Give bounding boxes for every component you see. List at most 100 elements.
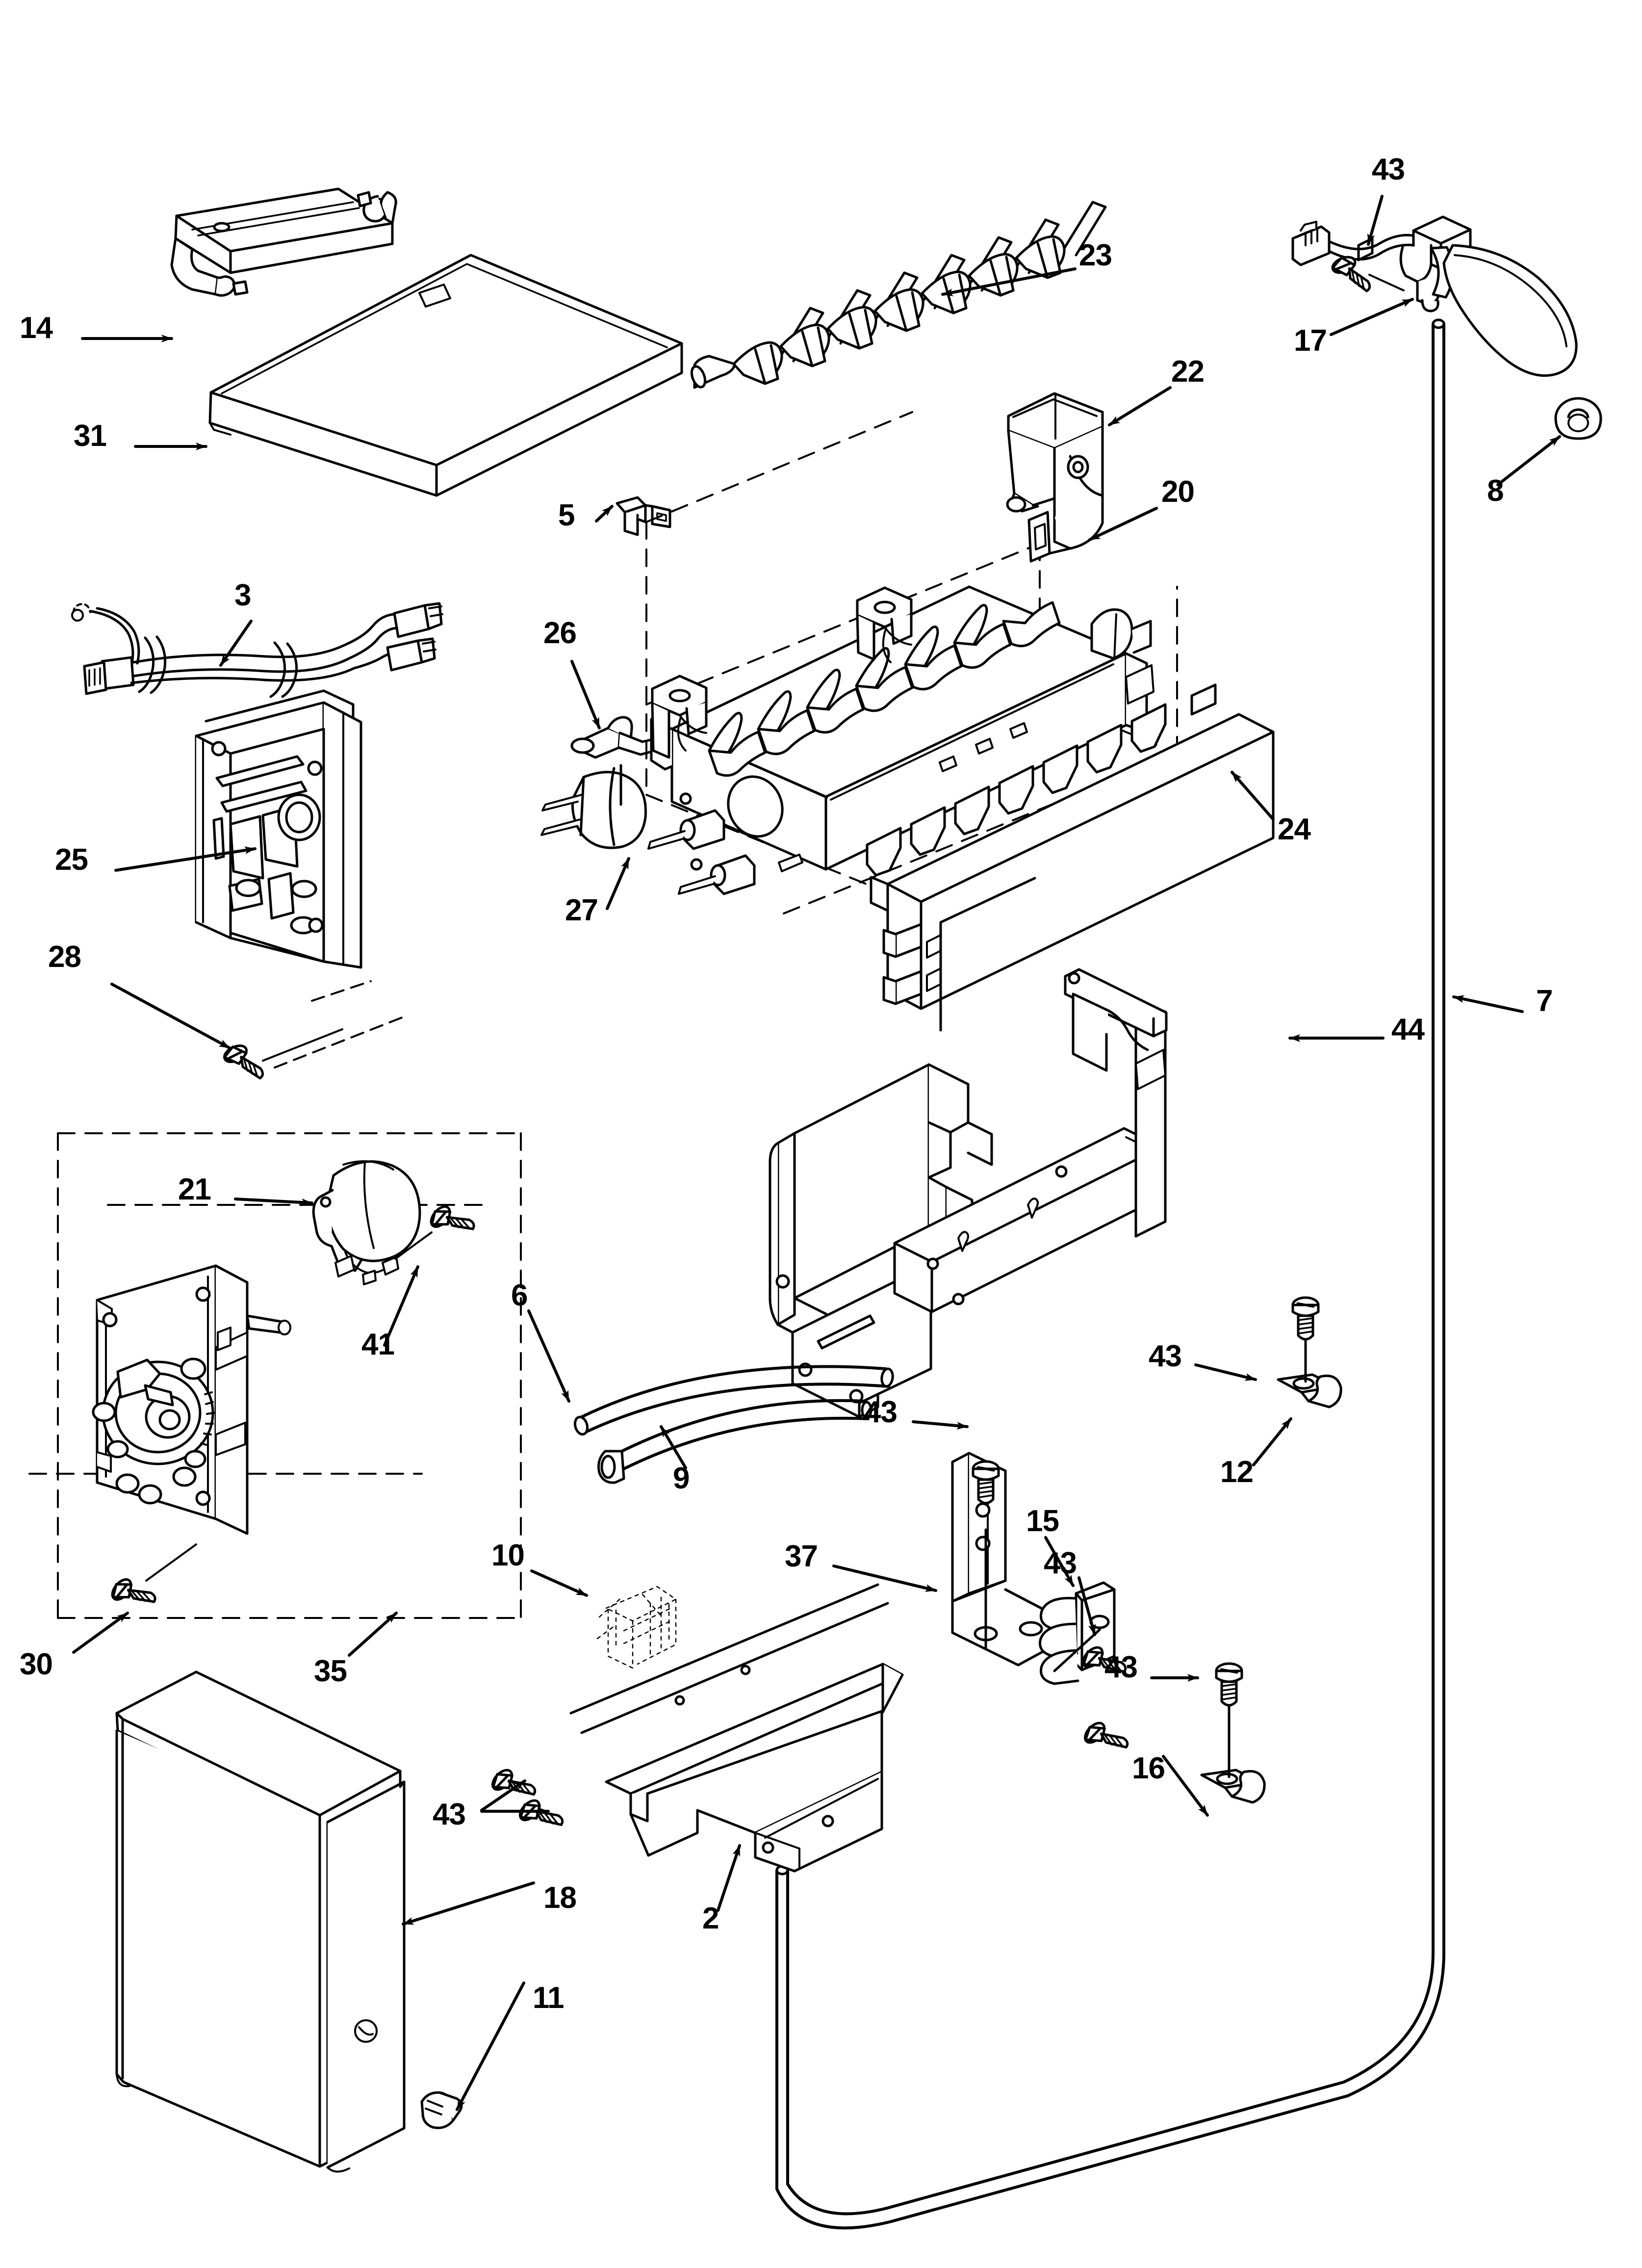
leader-43d (1078, 1576, 1096, 1636)
leader-43f1 (480, 1779, 526, 1812)
part-18-cover-box (115, 1670, 406, 2173)
part-3-wire-harness (71, 602, 443, 698)
callout-26: 26 (543, 616, 577, 650)
part-22-water-fill-cup (1006, 392, 1104, 563)
callout-14: 14 (20, 311, 53, 345)
callout-21: 21 (178, 1173, 211, 1206)
part-7-water-supply-tube (775, 318, 1445, 2230)
callout-27: 27 (565, 893, 598, 927)
leader-43-sol (1367, 195, 1384, 246)
part-9-fill-tube-grommet (597, 1399, 872, 1484)
leader-10 (530, 1569, 588, 1597)
part-25-control-module (195, 689, 362, 969)
callout-43-bracket37: 43 (864, 1395, 898, 1429)
leader-35 (348, 1612, 398, 1657)
callout-43-bracket15: 43 (1044, 1546, 1077, 1580)
callout-25: 25 (55, 843, 88, 877)
part-2-air-baffle-plate (605, 1663, 904, 1873)
callout-23: 23 (1079, 238, 1112, 272)
part-8-washer (1554, 397, 1602, 440)
part-26-fill-cup-lever (570, 716, 661, 806)
callout-43-solenoid: 43 (1372, 153, 1405, 186)
leader-18 (402, 1881, 535, 1926)
part-21-drive-motor (312, 1160, 421, 1285)
callout-28: 28 (48, 940, 81, 974)
callout-44: 44 (1391, 1013, 1425, 1046)
callout-22: 22 (1171, 355, 1205, 389)
part-24-ice-stripper (866, 683, 1275, 1010)
callout-17: 17 (1294, 324, 1327, 358)
leader-17 (1330, 298, 1414, 336)
part-28-screw (221, 980, 408, 1078)
leader-25 (114, 846, 257, 872)
callout-43-clamp16: 43 (1104, 1650, 1138, 1684)
leader-16 (1162, 1755, 1209, 1817)
leader-43b (912, 1420, 969, 1430)
leader-5 (595, 505, 614, 522)
callout-15: 15 (1026, 1504, 1059, 1538)
leader-2 (717, 1844, 741, 1912)
leader-3 (219, 620, 253, 667)
callout-35: 35 (314, 1654, 347, 1688)
callout-41: 41 (361, 1328, 395, 1361)
callout-5: 5 (558, 498, 575, 532)
callout-24: 24 (1278, 812, 1311, 846)
part-15-coil-spring-bracket (1039, 1581, 1116, 1685)
callout-20: 20 (1161, 475, 1195, 509)
leader-28 (110, 983, 231, 1049)
leader-30 (72, 1612, 129, 1654)
leader-23 (941, 267, 1077, 296)
leader-41 (383, 1265, 419, 1347)
callout-30: 30 (20, 1647, 53, 1681)
leader-24 (1231, 771, 1275, 821)
part-14-bracket-rail (170, 187, 397, 297)
part-23-ejector-blades (690, 201, 1107, 389)
leader-21 (234, 1198, 313, 1206)
callout-10: 10 (491, 1538, 525, 1572)
part-41-motor-screw (394, 1196, 475, 1260)
part-16-tube-clamp-lower (1202, 1664, 1264, 1802)
callout-18: 18 (543, 1881, 577, 1915)
callout-43-clamp12: 43 (1149, 1339, 1182, 1373)
leader-26 (570, 660, 601, 730)
leader-22 (1108, 386, 1172, 426)
leader-27 (606, 857, 630, 910)
leader-11 (456, 1981, 525, 2111)
leader-43c (1194, 1363, 1257, 1381)
leader-37 (832, 1564, 937, 1592)
part-12-tube-clamp (1278, 1298, 1341, 1407)
part-6-water-fill-tube (573, 1365, 894, 1436)
callout-11: 11 (533, 1981, 564, 2015)
leader-15 (1044, 1536, 1075, 1587)
callout-43-shield: 43 (433, 1798, 466, 1831)
part-20-ice-mold-body (647, 585, 1155, 895)
callout-7: 7 (1536, 984, 1553, 1018)
part-30-support-screw (104, 1543, 197, 1616)
leader-8 (1496, 435, 1561, 486)
callout-2: 2 (702, 1902, 719, 1935)
part-27-mold-thermostat (540, 767, 647, 849)
callout-31: 31 (74, 419, 107, 453)
part-37-angle-bracket (951, 1452, 1054, 1667)
callout-12: 12 (1220, 1455, 1254, 1489)
leader-12 (1252, 1417, 1292, 1466)
leader-6 (527, 1309, 570, 1403)
callout-37: 37 (785, 1539, 818, 1573)
callout-16: 16 (1132, 1751, 1165, 1785)
part-17-water-valve-solenoid (1291, 215, 1578, 377)
leader-7 (1452, 995, 1524, 1013)
callout-9: 9 (673, 1461, 690, 1495)
part-31-cover-panel (208, 254, 683, 497)
part-43-screw-solenoid (1328, 252, 1405, 291)
leader-9 (660, 1425, 687, 1469)
part-35-motor-module (92, 1264, 291, 1535)
part-10-shield-plate (569, 1583, 889, 1734)
part-11-push-pin-plug (420, 2091, 463, 2129)
callout-8: 8 (1487, 474, 1504, 508)
callout-3: 3 (234, 578, 251, 612)
callout-6: 6 (511, 1278, 528, 1312)
part-43-screw-16b (1078, 1713, 1129, 1759)
leader-20 (1088, 507, 1158, 541)
